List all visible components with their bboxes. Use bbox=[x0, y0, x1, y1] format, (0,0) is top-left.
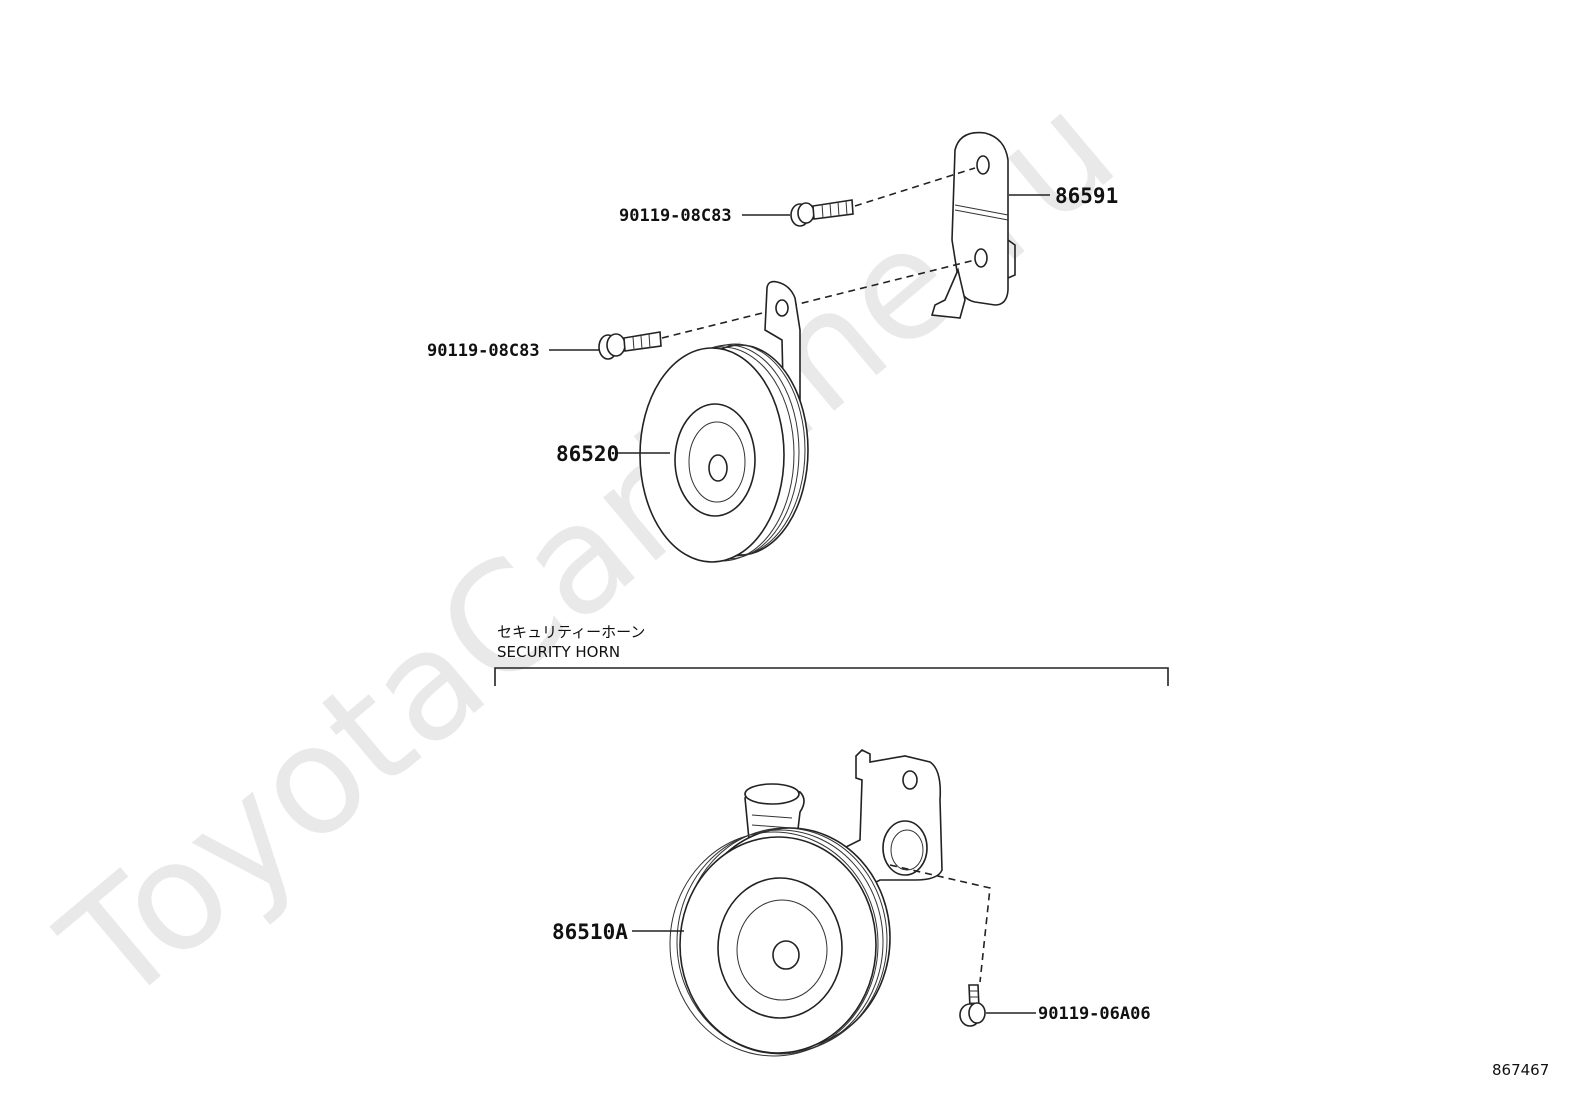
label-bolt-upper: 90119-08C83 bbox=[619, 206, 732, 226]
dash-upper bbox=[854, 167, 976, 207]
label-86510A: 86510A bbox=[552, 920, 628, 944]
dash-middle bbox=[661, 259, 976, 339]
label-86591: 86591 bbox=[1055, 184, 1118, 208]
label-86520: 86520 bbox=[556, 442, 619, 466]
label-bolt-middle: 90119-08C83 bbox=[427, 341, 540, 361]
section-bracket bbox=[494, 667, 1169, 686]
section-title-jp: セキュリティーホーン bbox=[497, 623, 645, 641]
horn-86520 bbox=[639, 280, 809, 563]
figure-code: 867467 bbox=[1492, 1061, 1549, 1079]
bolt-middle bbox=[598, 331, 662, 360]
label-bolt-lower: 90119-06A06 bbox=[1038, 1004, 1151, 1024]
bolt-upper bbox=[790, 199, 854, 227]
section-title-en: SECURITY HORN bbox=[497, 643, 620, 661]
dash-lower bbox=[889, 864, 991, 983]
bolt-lower bbox=[959, 984, 986, 1027]
horn-86510A bbox=[669, 749, 943, 1057]
